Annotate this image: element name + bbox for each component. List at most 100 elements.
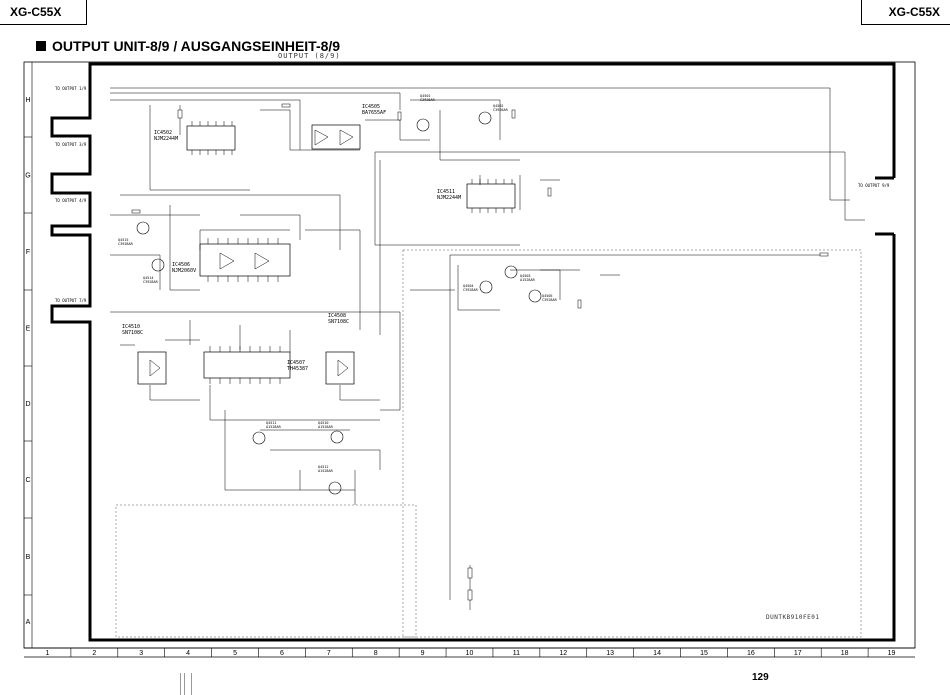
grid-column-label: 15 — [700, 650, 708, 657]
bullet-square-icon — [36, 41, 46, 51]
binding-marks — [180, 673, 192, 695]
ic4502-part: NJM2244M — [154, 136, 179, 142]
q4510-symbol — [330, 430, 344, 444]
q4514-part: C3928AR — [143, 280, 158, 284]
q4511-symbol — [252, 431, 266, 445]
q4502-symbol — [478, 111, 492, 125]
ic4505-part: BA7655AF — [362, 110, 387, 116]
q4501-symbol — [416, 118, 430, 132]
board-code: DUNTKB910FE01 — [766, 614, 820, 621]
grid-column-label: 5 — [233, 650, 237, 657]
grid-column-label: 13 — [606, 650, 614, 657]
grid-column-label: 17 — [794, 650, 802, 657]
q4503-part: A1528AR — [520, 278, 535, 282]
ic4510-part: SN7108C — [122, 330, 144, 336]
grid-row-label: A — [26, 619, 31, 626]
model-name-left: XG-C55X — [0, 0, 87, 25]
q4503-ref: Q4503 — [520, 274, 531, 278]
dashed-region-right — [402, 249, 862, 638]
grid-column-label: 12 — [559, 650, 567, 657]
q4501-part: C3928AR — [420, 98, 435, 102]
grid-column-label: 7 — [327, 650, 331, 657]
ic4505-ref: IC4505 — [362, 104, 381, 110]
connector-label-output-3: TO OUTPUT 3/9 — [55, 142, 87, 147]
grid-row-label: G — [25, 173, 30, 180]
ic4508-part: SN7108C — [328, 319, 350, 325]
schematic-subtitle: OUTPUT (8/9) — [278, 52, 341, 60]
q4515-ref: Q4515 — [118, 238, 129, 242]
q4504-symbol — [479, 280, 493, 294]
q4504-part: C3928AR — [463, 288, 478, 292]
q4515-symbol — [136, 221, 150, 235]
ic4502-ref: IC4502 — [154, 130, 173, 136]
q4503-symbol — [504, 265, 518, 279]
q4510-part: A1528AR — [318, 425, 333, 429]
grid-row-label: C — [25, 477, 30, 484]
q4501-ref: Q4501 — [420, 94, 431, 98]
grid-column-label: 16 — [747, 650, 755, 657]
q4505-part: C3928AR — [542, 298, 557, 302]
connector-label-output-7: TO OUTPUT 7/9 — [55, 298, 87, 303]
connector-label-output-1: TO OUTPUT 1/9 — [55, 86, 87, 91]
grid-column-label: 4 — [186, 650, 190, 657]
q4515-part: C3928AR — [118, 242, 133, 246]
grid-column-label: 3 — [139, 650, 143, 657]
grid-row-label: E — [26, 326, 31, 333]
ic4511-ref: IC4511 — [437, 189, 456, 195]
ic4506-part: NJM2060V — [172, 268, 197, 274]
grid-column-label: 8 — [374, 650, 378, 657]
dashed-region-bottom — [115, 504, 417, 638]
grid-column-label: 18 — [841, 650, 849, 657]
ic4505-body — [311, 124, 361, 150]
ic4507-part: TH45387 — [287, 366, 309, 372]
ic4511-body — [466, 183, 516, 209]
section-title-text: OUTPUT UNIT-8/9 / AUSGANGSEINHEIT-8/9 — [52, 38, 341, 54]
outer-frame — [23, 61, 916, 649]
ic4510-ref: IC4510 — [122, 324, 141, 330]
connector-label-output-9: TO OUTPUT 9/9 — [858, 183, 890, 188]
grid-column-label: 10 — [466, 650, 474, 657]
ic4507-ref: IC4507 — [287, 360, 306, 366]
grid-column-label: 6 — [280, 650, 284, 657]
q4502-part: C3928AR — [493, 108, 508, 112]
q4512-part: A1528AR — [318, 469, 333, 473]
grid-column-label: 9 — [421, 650, 425, 657]
ic4506-body — [199, 243, 291, 277]
connector-label-output-4: TO OUTPUT 4/9 — [55, 198, 87, 203]
grid-row-label: F — [26, 249, 30, 256]
board-outline — [50, 62, 896, 642]
grid-column-label: 19 — [888, 650, 896, 657]
section-title: OUTPUT UNIT-8/9 / AUSGANGSEINHEIT-8/9 — [36, 38, 340, 54]
grid-column-label: 14 — [653, 650, 661, 657]
ic4508-body — [325, 351, 355, 385]
q4511-part: A1528AR — [266, 425, 281, 429]
grid-column-label: 2 — [92, 650, 96, 657]
ic4506-ref: IC4506 — [172, 262, 191, 268]
q4512-symbol — [328, 481, 342, 495]
q4514-ref: Q4514 — [143, 276, 154, 280]
q4502-ref: Q4502 — [493, 104, 504, 108]
q4512-ref: Q4512 — [318, 465, 329, 469]
ic4510-body — [137, 351, 167, 385]
grid-column-label: 11 — [513, 650, 520, 657]
ic4508-ref: IC4508 — [328, 313, 347, 319]
model-name-right: XG-C55X — [861, 0, 950, 25]
grid-row-label: H — [25, 97, 30, 104]
q4511-ref: Q4511 — [266, 421, 277, 425]
q4510-ref: Q4510 — [318, 421, 329, 425]
